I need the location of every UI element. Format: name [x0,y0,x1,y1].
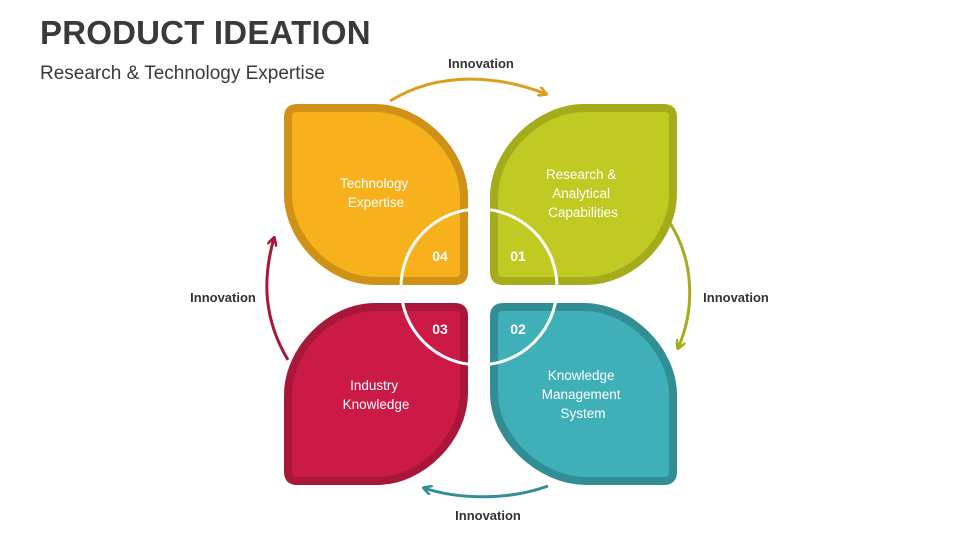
petal-number-04: 04 [432,248,448,264]
petal-knowledge-management [490,303,677,485]
petal-label-industry-knowledge: Industry Knowledge [343,378,410,412]
petal-label-technology-expertise: Technology Expertise [340,176,412,210]
petal-label-knowledge-management: Knowledge Management System [542,368,625,421]
arrow-left [265,238,290,361]
page-title: PRODUCT IDEATION [40,14,371,51]
petal-industry-knowledge [284,303,468,485]
innovation-label-bottom: Innovation [455,508,521,523]
arrow-right [666,219,692,348]
innovation-label-right: Innovation [703,290,769,305]
petal-label-research-analytical: Research & Analytical Capabilities [546,167,620,220]
petal-number-02: 02 [510,321,526,337]
innovation-label-left: Innovation [190,290,256,305]
petal-number-01: 01 [510,248,526,264]
page-subtitle: Research & Technology Expertise [40,63,325,84]
arrow-bottom [424,486,549,499]
petal-number-03: 03 [432,321,448,337]
center-circle [399,207,559,367]
innovation-label-top: Innovation [448,56,514,71]
arrow-top [389,77,546,103]
